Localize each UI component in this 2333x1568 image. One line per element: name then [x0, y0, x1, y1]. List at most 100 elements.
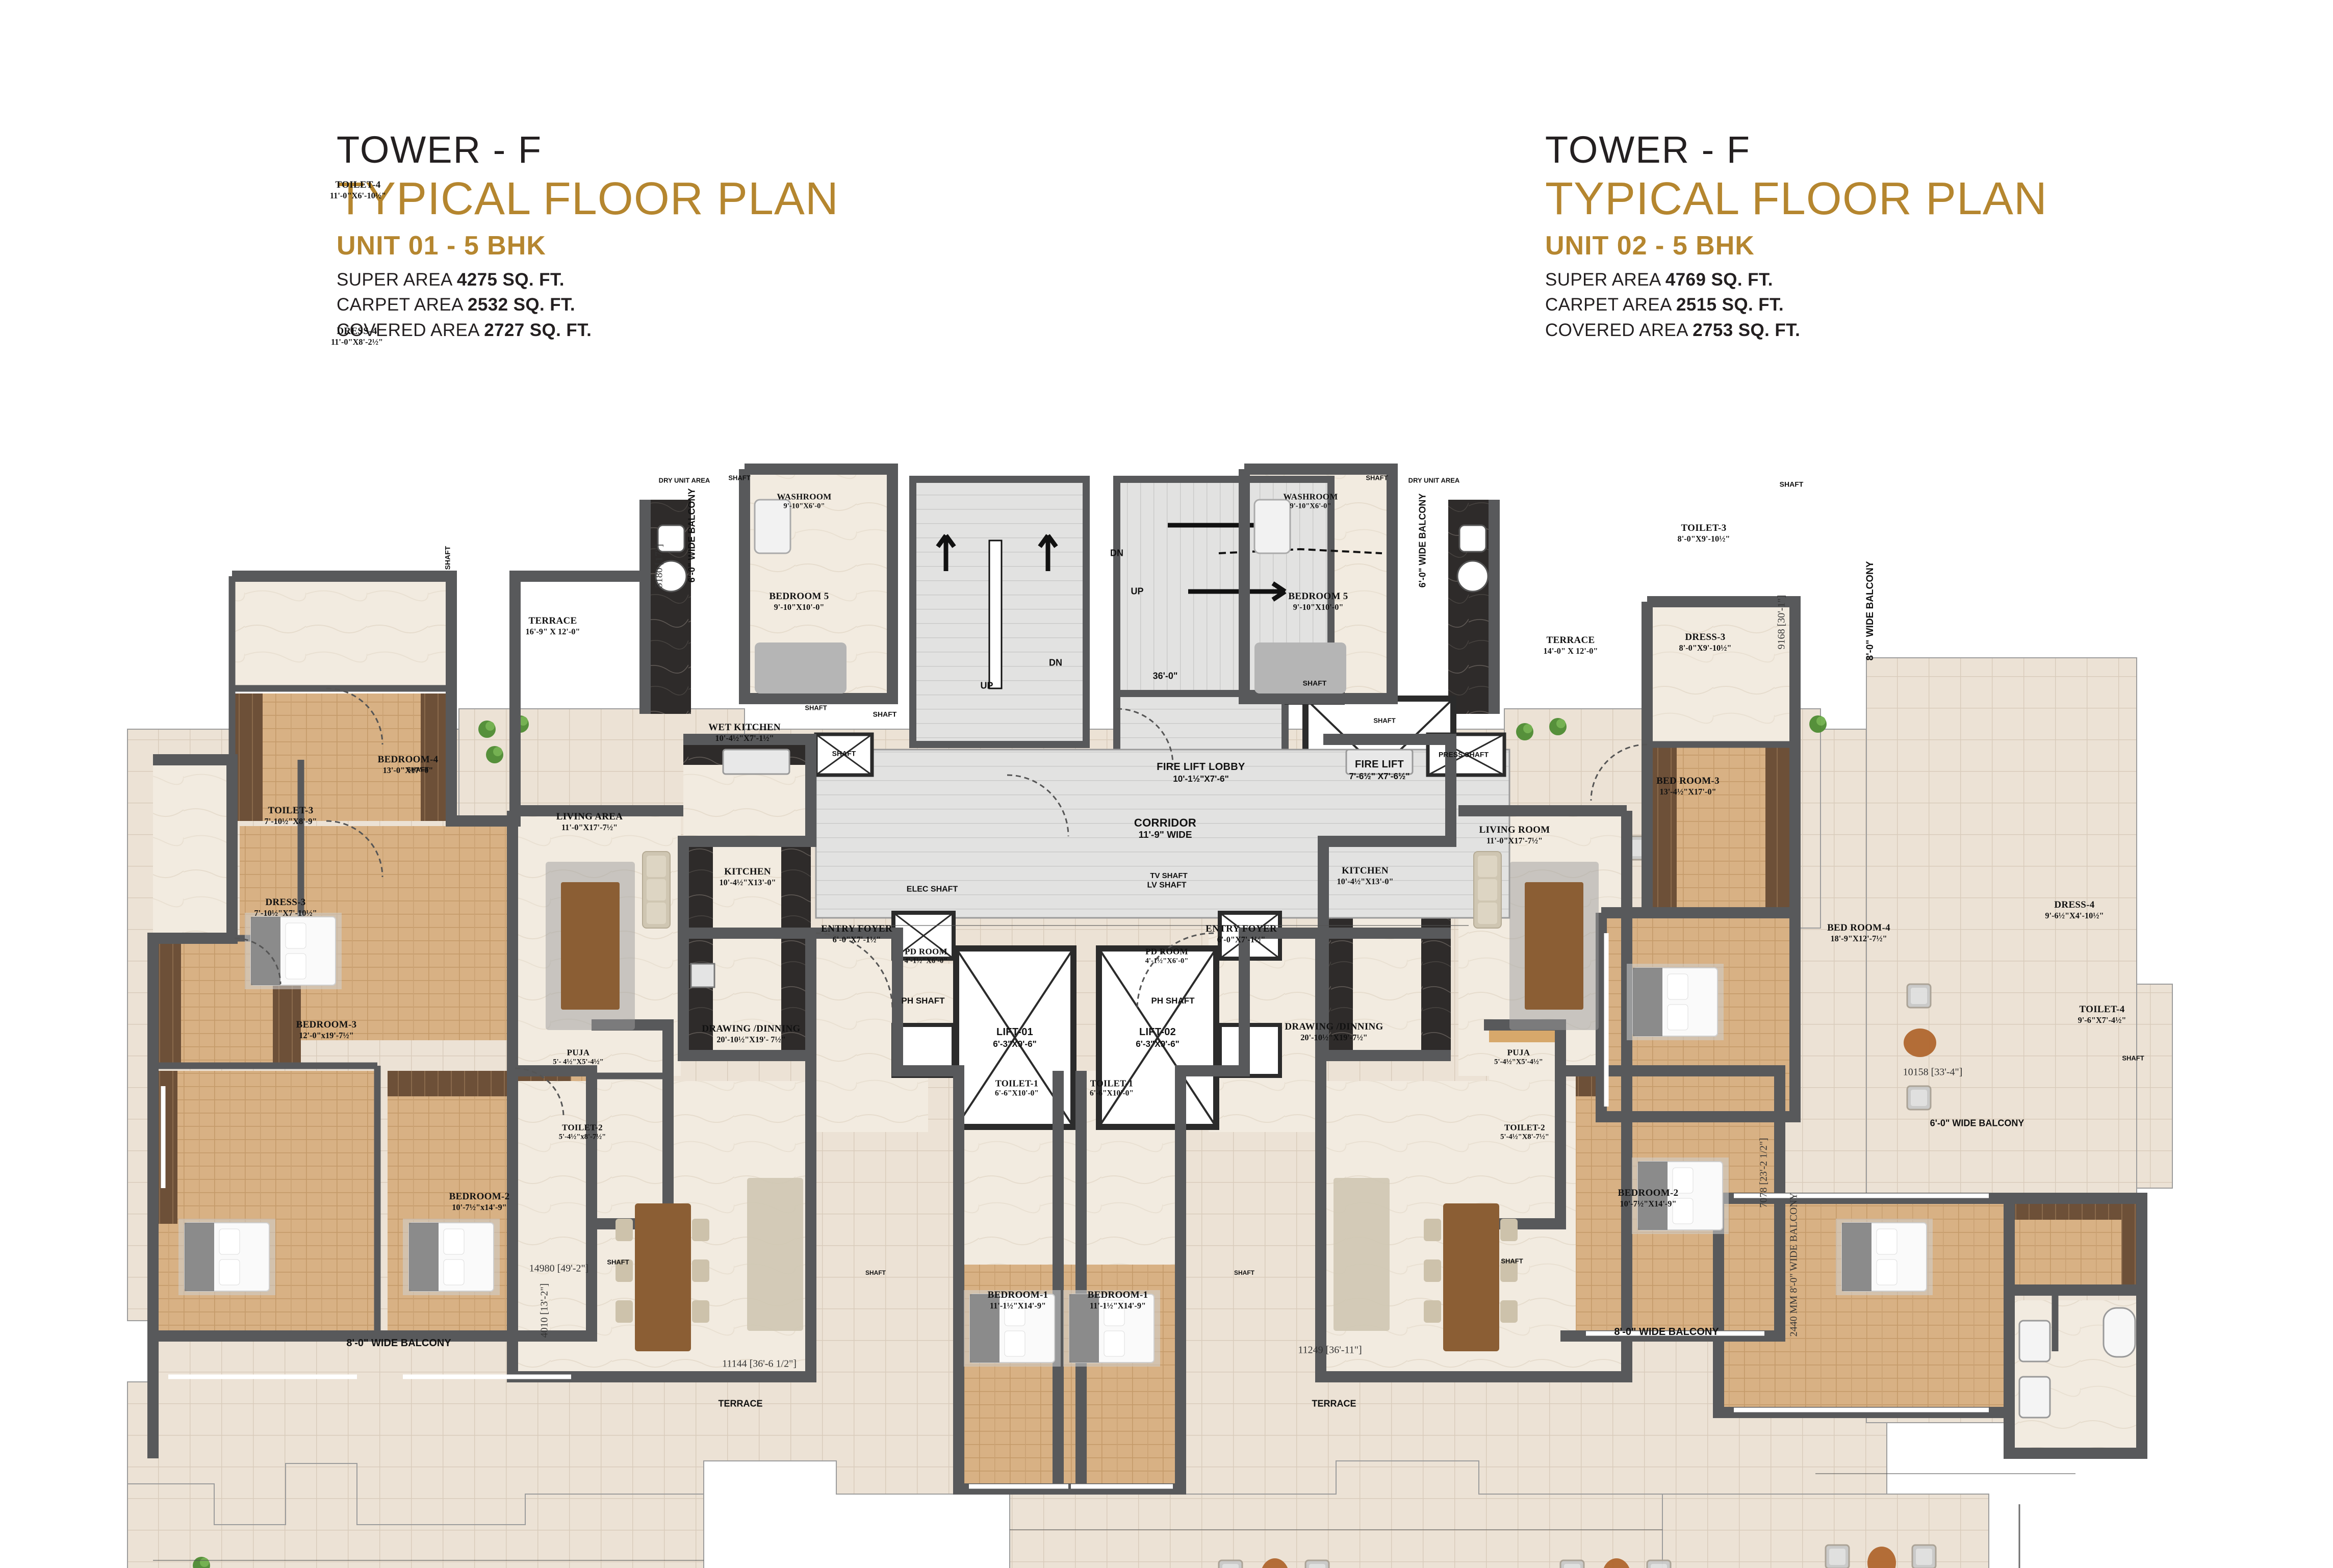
core-note-core-shaft: SHAFT [1302, 679, 1327, 687]
plan-note-unit01-8-0-wide-balcony: 8'-0" WIDE BALCONY [346, 1338, 451, 1349]
wall-lines [147, 464, 2147, 1495]
plan-note-unit02-shaft: SHAFT [2122, 1054, 2144, 1062]
plan-note-unit02-lv-shaft: LV SHAFT [1147, 881, 1187, 890]
unit-label-right: UNIT 02 - 5 BHK [1545, 231, 1755, 261]
area-list-left: SUPER AREA 4275 SQ. FT. CARPET AREA 2532… [337, 267, 839, 343]
plan-note-unit02-shaft: SHAFT [1366, 474, 1388, 482]
plan-note-unit02-tv-shaft: TV SHAFT [1150, 871, 1188, 881]
carpet-area-left: CARPET AREA 2532 SQ. FT. [337, 295, 576, 315]
dimension-callout-unit01-14980-49-2: 14980 [49'-2"] [529, 1263, 589, 1274]
plan-type-label-right: TYPICAL FLOOR PLAN [1545, 173, 2047, 224]
dimension-callout-unit02-2440-mm-8-0-wide-balcony: 2440 MM 8'-0" WIDE BALCONY [1788, 1192, 1800, 1337]
plan-note-unit02-shaft: SHAFT [1501, 1257, 1523, 1265]
dimension-callout-unit01-5180-17: 5180 [17"] [653, 544, 665, 588]
plan-note-unit01-6-0-wide-balcony: 6'-0" WIDE BALCONY [686, 488, 697, 583]
plan-note-unit02-terrace: TERRACE [1312, 1398, 1356, 1409]
core-note-stair2-up: UP [1131, 586, 1144, 597]
core-note-stair1-up: UP [980, 680, 993, 691]
plan-note-unit02-8-0-wide-balcony: 8'-0" WIDE BALCONY [1614, 1326, 1719, 1338]
plan-note-unit01-shaft: SHAFT [443, 546, 452, 570]
covered-area-right: COVERED AREA 2753 SQ. FT. [1545, 320, 1801, 341]
dimension-callout-unit02-9168-30-1: 9168 [30'-1"] [1776, 595, 1787, 650]
plan-note-unit02-ph-shaft: PH SHAFT [1151, 995, 1195, 1006]
window-openings [161, 933, 1989, 1489]
plan-note-unit01-shaft: SHAFT [728, 474, 751, 482]
dimension-callout-unit01-11144-36-6-1-2: 11144 [36'-6 1/2"] [722, 1358, 797, 1370]
plan-note-unit01-shaft: SHAFT [873, 710, 897, 718]
plan-type-label-left: TYPICAL FLOOR PLAN [337, 173, 839, 224]
dimension-callout-unit01-4010-13-2: 4010 [13'-2"] [539, 1283, 550, 1338]
plan-note-unit01-shaft: SHAFT [607, 1258, 629, 1266]
plan-note-unit01-elec-shaft: ELEC SHAFT [906, 885, 958, 894]
carpet-area-right: CARPET AREA 2515 SQ. FT. [1545, 295, 1784, 315]
title-block-unit-02: TOWER - F TYPICAL FLOOR PLAN UNIT 02 - 5… [1545, 130, 2047, 343]
plan-note-unit02-shaft: SHAFT [1373, 716, 1396, 725]
title-block-unit-01: TOWER - F TYPICAL FLOOR PLAN UNIT 01 - 5… [337, 130, 839, 343]
floor-plan-drawing [0, 423, 2333, 1568]
door-swings [234, 687, 1648, 1117]
core-note-press-shaft: PRESS SHAFT [1438, 750, 1489, 759]
unit-02-furniture [1063, 499, 2136, 1419]
plan-note-unit02-dry-unit-area: DRY UNIT AREA [1408, 476, 1460, 484]
plan-note-unit02-shaft: SHAFT [1779, 480, 1804, 489]
covered-area-left: COVERED AREA 2727 SQ. FT. [337, 320, 592, 341]
super-area-left: SUPER AREA 4275 SQ. FT. [337, 269, 565, 290]
dimension-callout-unit02-11249-36-11: 11249 [36'-11"] [1298, 1344, 1362, 1356]
tower-label-right: TOWER - F [1545, 128, 1751, 171]
plan-note-unit02-6-0-wide-balcony: 6'-0" WIDE BALCONY [1930, 1118, 2024, 1128]
plan-note-unit01-ph-shaft: PH SHAFT [901, 995, 945, 1006]
plan-note-unit01-shaft: SHAFT [805, 704, 827, 712]
interior-partitions [153, 576, 2059, 1453]
plan-note-unit01-shaft: SHAFT [406, 765, 429, 774]
plan-note-unit02-6-0-wide-balcony: 6'-0" WIDE BALCONY [1417, 493, 1428, 588]
core-note-stair1-dn: DN [1049, 657, 1062, 668]
plan-note-unit01-shaft: SHAFT [865, 1269, 886, 1276]
plan-note-unit01-terrace: TERRACE [718, 1398, 763, 1409]
unit-label-left: UNIT 01 - 5 BHK [337, 231, 546, 261]
core-note-stair2-dn: DN [1110, 548, 1123, 558]
plan-note-unit02-shaft: SHAFT [1234, 1269, 1254, 1276]
core-note-left-shaft: SHAFT [832, 749, 856, 758]
dimension-lines [153, 925, 2075, 1561]
super-area-right: SUPER AREA 4769 SQ. FT. [1545, 269, 1773, 290]
area-list-right: SUPER AREA 4769 SQ. FT. CARPET AREA 2515… [1545, 267, 2047, 343]
